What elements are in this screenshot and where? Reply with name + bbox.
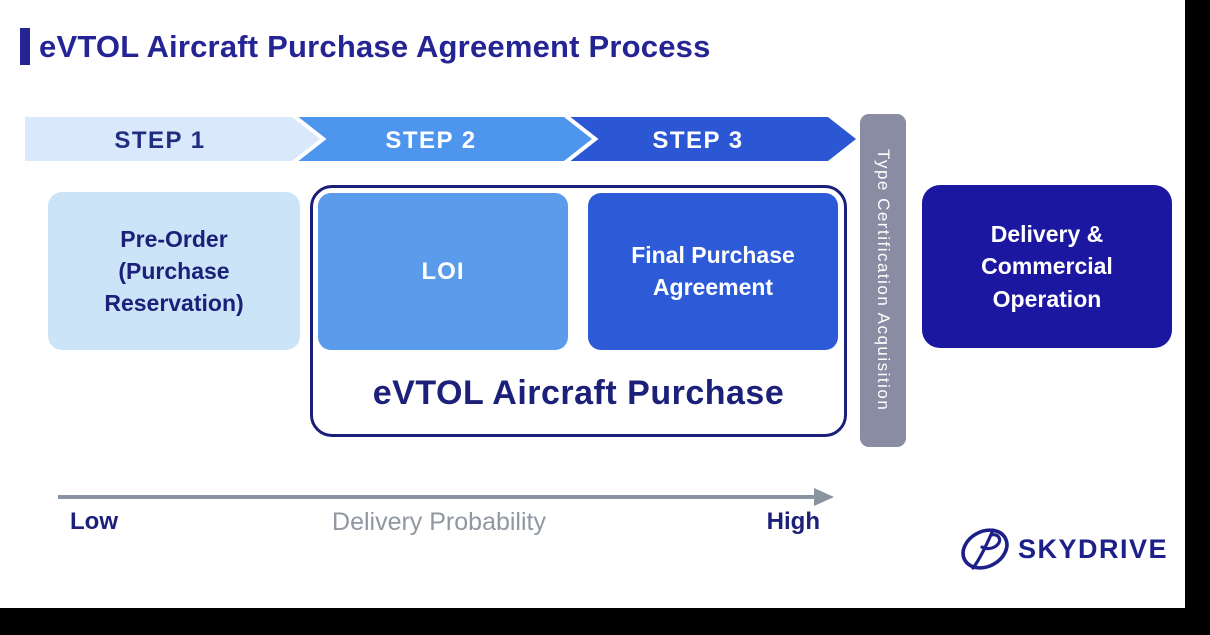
step3-label: STEP 3	[652, 127, 743, 154]
pre-order-box: Pre-Order (Purchase Reservation)	[48, 192, 300, 350]
type-certification-bar: Type Certification Acquisition	[860, 114, 906, 447]
axis-arrowhead	[814, 488, 834, 506]
evtol-purchase-container-label: eVTOL Aircraft Purchase	[372, 374, 785, 412]
axis-label-high: High	[766, 508, 820, 535]
step1-label: STEP 1	[114, 127, 205, 154]
axis-label-low: Low	[70, 508, 118, 535]
axis-title-delivery-probability: Delivery Probability	[332, 508, 546, 536]
skydrive-wordmark: SKYDRIVE	[1018, 533, 1169, 564]
header: eVTOL Aircraft Purchase Agreement Proces…	[20, 28, 711, 65]
skydrive-emblem-icon	[961, 528, 1009, 570]
step1-arrow-banner	[21, 113, 327, 165]
title-accent-bar	[20, 28, 30, 65]
delivery-operation-box: Delivery & Commercial Operation	[922, 185, 1172, 348]
page-title: eVTOL Aircraft Purchase Agreement Proces…	[39, 28, 711, 64]
final-purchase-agreement-box: Final Purchase Agreement	[588, 193, 838, 350]
type-certification-bar-label: Type Certification Acquisition	[874, 149, 893, 412]
loi-box: LOI	[318, 193, 568, 350]
skydrive-logo: SKYDRIVE	[958, 522, 1168, 576]
step2-label: STEP 2	[385, 127, 476, 154]
